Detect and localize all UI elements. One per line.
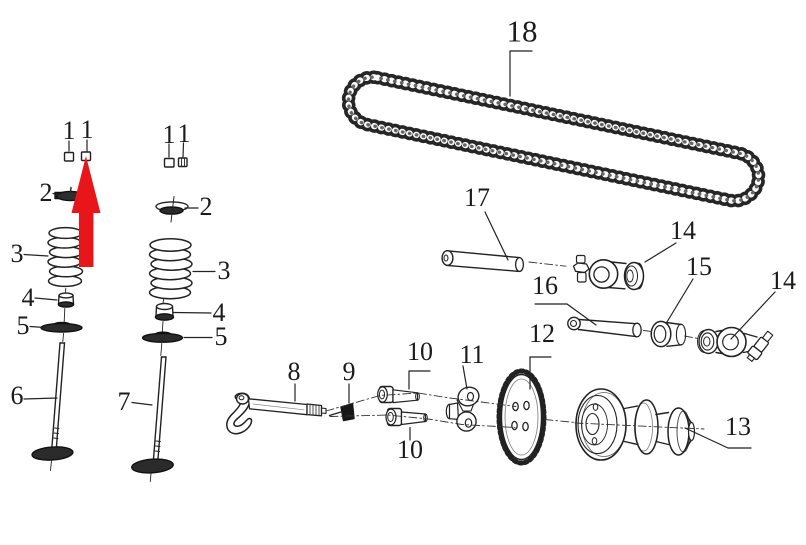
callout-3-left: 3	[10, 239, 24, 268]
valve-intake	[131, 356, 174, 482]
spring-seat-left	[40, 321, 83, 342]
callout-4-right: 4	[212, 298, 226, 327]
callout-1-right-a: 1	[162, 120, 176, 149]
chain-guide-bracket	[445, 386, 480, 432]
valve-spring-right	[148, 238, 193, 300]
callout-13: 13	[725, 412, 751, 441]
callout-2-right: 2	[199, 192, 213, 221]
callout-15: 15	[686, 252, 712, 281]
lever-shaft	[226, 392, 327, 435]
rocker-shaft-lower	[567, 316, 642, 338]
callout-2-left: 2	[39, 178, 53, 207]
rocker-arm-intake	[572, 254, 645, 291]
rocker-bushing	[650, 320, 687, 348]
camshaft	[575, 388, 696, 461]
callout-7: 7	[117, 387, 131, 416]
callout-10-top: 10	[407, 337, 433, 366]
callout-5-left: 5	[16, 311, 30, 340]
callout-18: 18	[506, 13, 538, 49]
callout-14-left: 14	[670, 216, 696, 245]
callout-10-bottom: 10	[397, 435, 423, 464]
callout-12: 12	[529, 319, 555, 348]
callout-6: 6	[10, 381, 24, 410]
callout-1-left-b: 1	[80, 115, 94, 144]
callout-8: 8	[287, 357, 301, 386]
center-axis-lines	[325, 261, 705, 430]
timing-chain	[341, 70, 766, 208]
callout-9: 9	[342, 357, 356, 386]
callout-1-left-a: 1	[62, 116, 76, 145]
spring-seat-right	[141, 331, 184, 356]
callout-14-right: 14	[770, 266, 796, 295]
rocker-arm-exhaust	[697, 326, 774, 362]
leader-lines	[23, 50, 776, 449]
callout-1-right-b: 1	[177, 119, 191, 148]
callout-17: 17	[464, 183, 490, 212]
valve-stem-seal-right	[154, 298, 175, 332]
valve-spring-left	[47, 226, 84, 288]
callout-5-right: 5	[214, 322, 228, 351]
rocker-shaft-upper	[441, 249, 525, 273]
callout-16: 16	[532, 271, 558, 300]
socket-bolt-top	[377, 385, 420, 404]
callout-3-right: 3	[217, 256, 231, 285]
callout-4-left: 4	[21, 283, 35, 312]
valve-keepers-right	[163, 157, 188, 168]
socket-bolt-bottom	[385, 407, 428, 427]
spring-retainer-right	[155, 196, 189, 223]
cam-sprocket	[496, 368, 547, 466]
valve-exhaust	[31, 342, 74, 471]
callout-11: 11	[459, 340, 485, 369]
highlight-arrow-up	[71, 156, 101, 267]
valve-stem-seal-left	[57, 288, 75, 322]
